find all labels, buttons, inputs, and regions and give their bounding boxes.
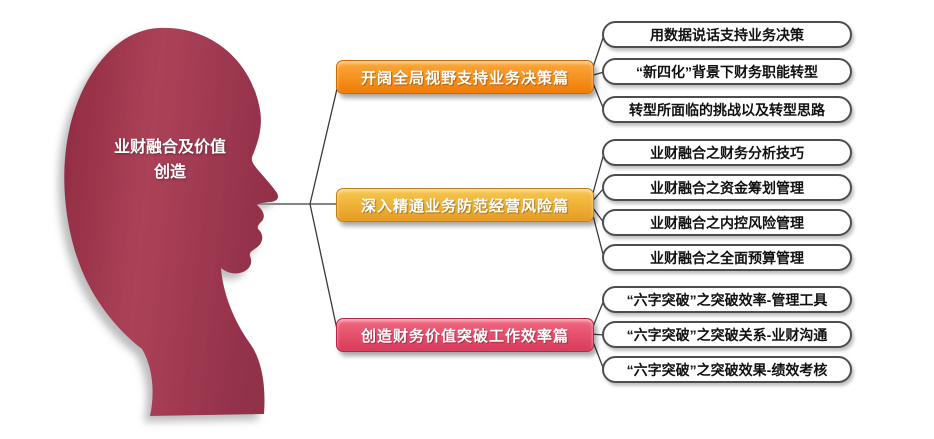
sub-topic-box: “六字突破”之突破效率-管理工具 bbox=[602, 286, 852, 313]
branch-box-risk-prevention: 深入精通业务防范经营风险篇 bbox=[336, 188, 594, 222]
branch-label: 创造财务价值突破工作效率篇 bbox=[360, 327, 569, 345]
branch-label: 开阔全局视野支持业务决策篇 bbox=[360, 69, 569, 87]
sub-topic-box: 业财融合之内控风险管理 bbox=[602, 209, 852, 236]
center-topic-line2: 创造 bbox=[153, 164, 186, 181]
branch-box-work-efficiency: 创造财务价值突破工作效率篇 bbox=[336, 318, 594, 352]
sub-topic-box: 业财融合之资金筹划管理 bbox=[602, 174, 852, 201]
sub-topic-box: “六字突破”之突破关系-业财沟通 bbox=[602, 321, 852, 348]
sub-topic-box: 用数据说话支持业务决策 bbox=[602, 21, 852, 48]
branch-label: 深入精通业务防范经营风险篇 bbox=[360, 197, 569, 215]
sub-topic-box: 转型所面临的挑战以及转型思路 bbox=[602, 96, 852, 123]
center-topic-line1: 业财融合及价值 bbox=[113, 139, 226, 156]
head-silhouette bbox=[64, 27, 278, 417]
sub-topic-box: “新四化”背景下财务职能转型 bbox=[602, 58, 852, 85]
sub-topic-box: 业财融合之全面预算管理 bbox=[602, 244, 852, 271]
connector-lines bbox=[252, 34, 605, 371]
sub-topic-box: “六字突破”之突破效果-绩效考核 bbox=[602, 356, 852, 383]
sub-topic-box: 业财融合之财务分析技巧 bbox=[602, 139, 852, 166]
center-topic-label: 业财融合及价值 创造 bbox=[88, 135, 252, 185]
branch-box-decision-support: 开阔全局视野支持业务决策篇 bbox=[336, 60, 594, 94]
